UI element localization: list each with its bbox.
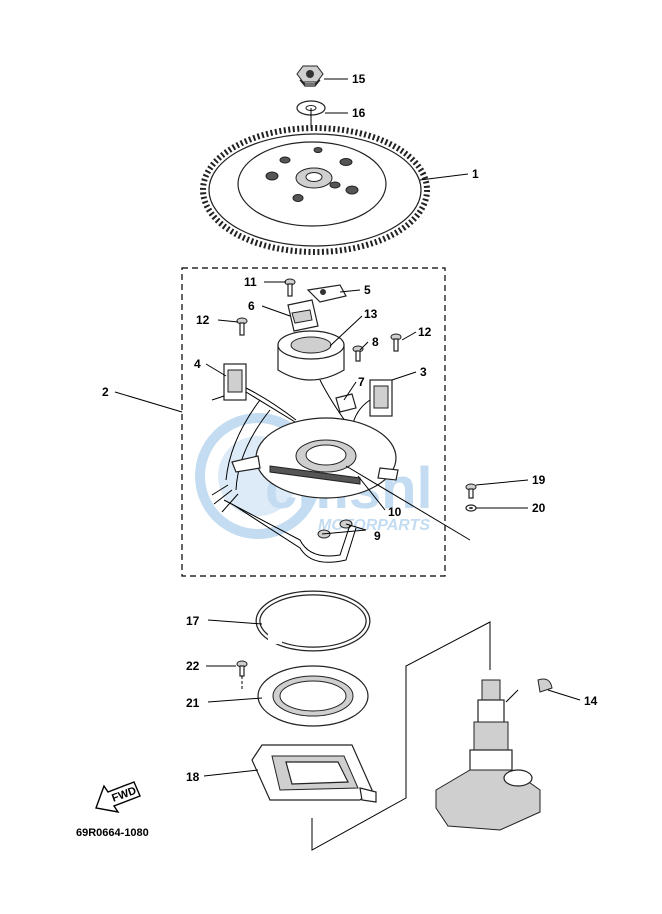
callout-6: 6 — [248, 299, 255, 313]
callout-19: 19 — [532, 473, 546, 487]
callout-17: 17 — [186, 614, 200, 628]
part-20-washer — [465, 504, 477, 512]
part-1-flywheel — [200, 125, 430, 255]
callout-4: 4 — [194, 357, 201, 371]
callout-13: 13 — [364, 307, 378, 321]
callout-21: 21 — [186, 696, 200, 710]
part-5-bracket — [306, 284, 347, 303]
part-19-screw — [465, 483, 477, 499]
part-12-screw-left — [236, 317, 248, 336]
part-18-cover — [251, 744, 377, 803]
fwd-arrow-icon: FWD — [95, 781, 141, 813]
part-2-assembly-box — [181, 267, 446, 577]
callout-1: 1 — [472, 167, 479, 181]
callout-20: 20 — [532, 501, 546, 515]
part-4-lighting-coil — [211, 363, 247, 401]
part-22-screw — [236, 660, 248, 690]
callout-10: 10 — [388, 505, 402, 519]
callout-16: 16 — [352, 106, 366, 120]
diagram-code: 69R0664-1080 — [76, 827, 149, 839]
part-11-screw — [284, 278, 296, 297]
callout-3: 3 — [420, 365, 427, 379]
callout-7: 7 — [358, 375, 365, 389]
callout-12-left: 12 — [196, 313, 210, 327]
part-13-charge-coil — [277, 330, 345, 381]
part-3-source-coil — [369, 379, 393, 417]
callout-2: 2 — [102, 385, 109, 399]
part-17-ring — [255, 590, 371, 652]
callout-18: 18 — [186, 770, 200, 784]
callout-22: 22 — [186, 659, 200, 673]
callout-12-right: 12 — [418, 325, 432, 339]
part-10-stator-base — [231, 417, 399, 499]
part-6-pulser-coil — [287, 299, 319, 332]
part-15-nut — [296, 65, 324, 87]
callout-labels: 15 16 1 2 3 4 5 6 7 8 9 10 11 12 12 13 1… — [102, 72, 598, 784]
part-8-screw — [352, 345, 364, 362]
leader-lines — [114, 78, 581, 851]
part-12-screw-right — [390, 333, 402, 352]
callout-11: 11 — [244, 275, 257, 289]
callout-8: 8 — [372, 335, 379, 349]
callout-14: 14 — [584, 694, 598, 708]
part-21-plate — [257, 665, 369, 727]
callout-9: 9 — [374, 529, 381, 543]
callout-5: 5 — [364, 283, 371, 297]
crankshaft — [435, 679, 541, 831]
part-14-woodruff-key — [537, 678, 553, 693]
callout-15: 15 — [352, 72, 366, 86]
